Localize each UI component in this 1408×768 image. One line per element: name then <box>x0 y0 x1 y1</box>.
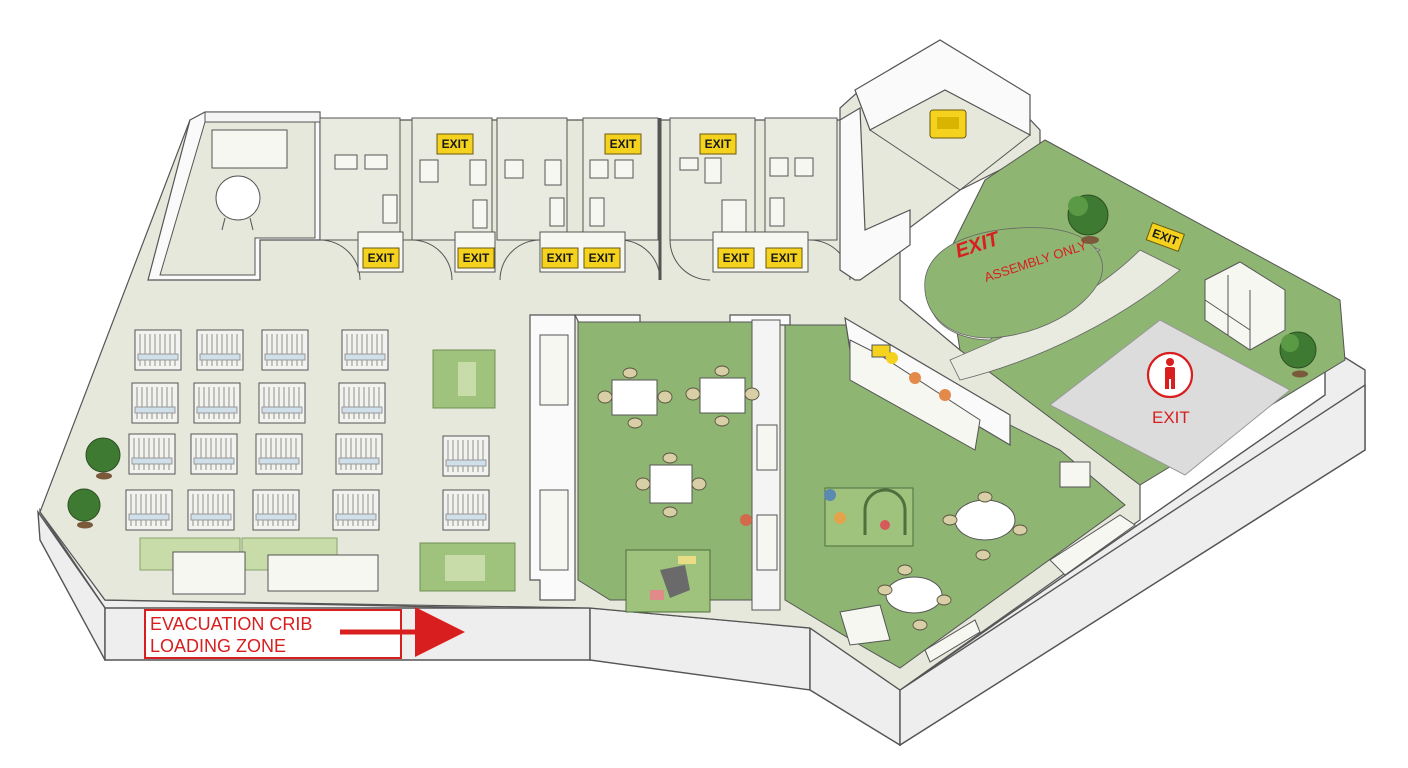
evacuation-line-2: LOADING ZONE <box>150 636 286 656</box>
tree-icon <box>67 488 101 529</box>
tree-icon <box>1279 331 1317 378</box>
crib <box>190 433 238 475</box>
exit-sign: EXIT <box>717 247 755 269</box>
exit-sign: EXIT <box>699 133 737 155</box>
exit-sign: EXIT <box>1145 222 1186 252</box>
exit-sign-label: EXIT <box>547 251 574 265</box>
exit-sign-label: EXIT <box>589 251 616 265</box>
exit-sign: EXIT <box>362 247 400 269</box>
crib <box>442 489 490 531</box>
crib <box>255 433 303 475</box>
exit-sign-label: EXIT <box>705 137 732 151</box>
exit-signs: EXIT EXIT EXIT EXIT EXIT EXIT EXIT EXIT EXIT EXIT <box>362 133 1186 269</box>
shelf <box>267 554 379 592</box>
evacuation-line-1: EVACUATION CRIB <box>150 614 312 634</box>
exit-sign: EXIT <box>436 133 474 155</box>
crib <box>338 382 386 424</box>
crib <box>134 329 182 371</box>
crib <box>335 433 383 475</box>
exit-sign-label: EXIT <box>442 137 469 151</box>
crib <box>332 489 380 531</box>
changing-table <box>172 551 246 595</box>
exit-sign: EXIT <box>583 247 621 269</box>
exit-sign-label: EXIT <box>771 251 798 265</box>
crib <box>252 489 300 531</box>
crib <box>196 329 244 371</box>
assembly-area <box>924 227 1103 339</box>
top-rooms <box>147 111 851 281</box>
crib <box>131 382 179 424</box>
corridor-walls <box>839 106 911 281</box>
crib-area <box>125 329 490 531</box>
exit-sign-label: EXIT <box>610 137 637 151</box>
crib <box>258 382 306 424</box>
tree-icon <box>85 437 121 480</box>
crib <box>193 382 241 424</box>
round-table <box>215 175 261 221</box>
kitchen-counter <box>211 129 288 169</box>
activity-table <box>597 365 760 518</box>
yard-shelf <box>1204 261 1286 351</box>
exit-sign: EXIT <box>457 247 495 269</box>
crib <box>187 489 235 531</box>
exit-sign: EXIT <box>541 247 579 269</box>
yard-exit-label: EXIT <box>1152 408 1190 427</box>
stair-tower <box>854 39 1031 191</box>
crib <box>261 329 309 371</box>
exit-sign-label: EXIT <box>368 251 395 265</box>
person-figure-icon <box>1165 358 1175 389</box>
tree-icon <box>1067 194 1109 244</box>
crib <box>442 435 490 477</box>
exit-sign-label: EXIT <box>463 251 490 265</box>
crib <box>128 433 176 475</box>
crib <box>341 329 389 371</box>
crib <box>125 489 173 531</box>
exit-sign-label: EXIT <box>723 251 750 265</box>
exit-sign: EXIT <box>765 247 803 269</box>
exit-sign: EXIT <box>604 133 642 155</box>
